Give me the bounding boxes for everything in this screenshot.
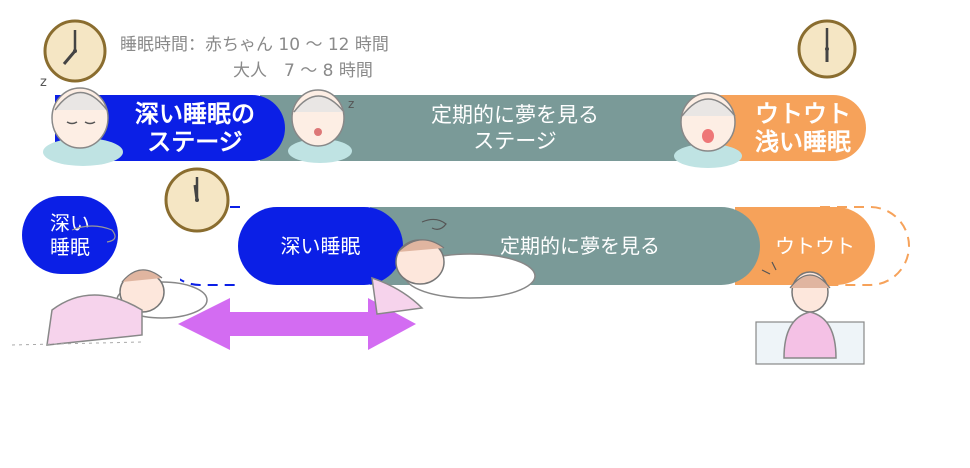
- top-light-label-1: ウトウト: [755, 100, 851, 128]
- sleep-time-line-1: 睡眠時間：赤ちゃん 10 〜 12 時間: [120, 35, 389, 55]
- top-dream-label-2: ステージ: [473, 129, 557, 153]
- sleeping-woman-icon: [12, 225, 208, 346]
- bottom-deep-label: 深い睡眠: [280, 234, 361, 258]
- side-label-2: 睡眠: [50, 235, 90, 259]
- svg-text:z: z: [40, 75, 47, 90]
- baby-icon: [674, 92, 742, 168]
- clock-icon: [164, 167, 230, 233]
- baby-icon: z: [40, 75, 123, 166]
- waking-woman-icon: [755, 261, 865, 365]
- clock-icon: [43, 19, 107, 83]
- side-deep-sleep-blob: 深い 睡眠: [22, 196, 118, 274]
- side-label-1: 深い: [50, 211, 90, 235]
- double-arrow-icon: [178, 298, 416, 350]
- bottom-dream-label: 定期的に夢を見る: [500, 234, 660, 258]
- sleeping-woman-icon: [371, 218, 536, 315]
- bottom-light-label: ウトウト: [775, 234, 855, 258]
- top-deep-label-1: 深い睡眠の: [135, 100, 255, 128]
- sleep-time-line-2: 大人 7 〜 8 時間: [233, 61, 373, 81]
- top-deep-label-2: ステージ: [147, 128, 243, 156]
- svg-text:z: z: [348, 97, 354, 111]
- baby-icon: z: [288, 89, 354, 163]
- bottom-deep-sleep-bar: 深い睡眠: [238, 207, 403, 285]
- top-light-label-2: 浅い睡眠: [755, 128, 851, 156]
- clock-icon: [797, 19, 857, 79]
- top-dream-label-1: 定期的に夢を見る: [431, 103, 599, 127]
